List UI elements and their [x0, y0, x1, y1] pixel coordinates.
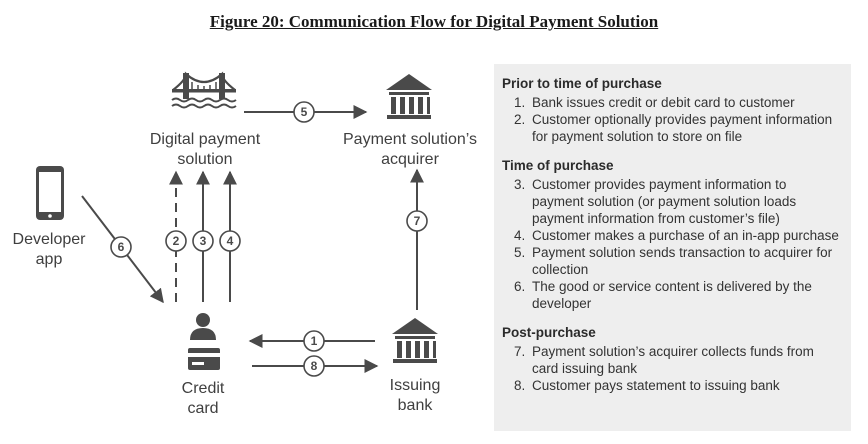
list-item: 7.Payment solution’s acquirer collects f… [514, 344, 814, 376]
list-item: 3.Customer provides payment information … [514, 177, 797, 226]
figure-title: Figure 20: Communication Flow for Digita… [209, 12, 659, 31]
post-steps-list: 7.Payment solution’s acquirer collects f… [502, 343, 841, 394]
section-heading-prior: Prior to time of purchase [502, 76, 662, 91]
step-badge-5: 5 [293, 101, 315, 123]
step-badge-8: 8 [303, 355, 325, 377]
prior-steps-list: 1.Bank issues credit or debit card to cu… [502, 94, 841, 145]
step-badge-4: 4 [219, 230, 241, 252]
during-steps-list: 3.Customer provides payment information … [502, 176, 841, 312]
svg-text:7: 7 [414, 214, 421, 228]
step-badge-6: 6 [110, 236, 132, 258]
step-badge-7: 7 [406, 210, 428, 232]
smartphone-icon [36, 166, 64, 220]
step-badge-1: 1 [303, 330, 325, 352]
section-heading-during: Time of purchase [502, 158, 614, 173]
svg-text:1: 1 [311, 334, 318, 348]
steps-legend-panel: Prior to time of purchase 1.Bank issues … [494, 64, 851, 431]
person-icon [190, 313, 216, 340]
list-item: 4.Customer makes a purchase of an in-app… [514, 228, 839, 243]
svg-text:3: 3 [200, 234, 207, 248]
credit-card-icon [188, 348, 220, 370]
list-item: 6.The good or service content is deliver… [514, 279, 812, 311]
list-item: 8.Customer pays statement to issuing ban… [514, 378, 780, 393]
list-item: 5.Payment solution sends transaction to … [514, 245, 833, 277]
svg-text:5: 5 [301, 105, 308, 119]
acquirer-bank-icon [386, 74, 432, 119]
section-heading-post: Post-purchase [502, 325, 596, 340]
flow-diagram: 5 6 2 3 4 7 1 8 [36, 71, 438, 377]
list-item: 1.Bank issues credit or debit card to cu… [514, 95, 795, 110]
step-badge-2: 2 [165, 230, 187, 252]
svg-text:2: 2 [173, 234, 180, 248]
issuing-bank-icon [392, 318, 438, 363]
bridge-icon [171, 71, 237, 109]
svg-text:8: 8 [311, 359, 318, 373]
step-badge-3: 3 [192, 230, 214, 252]
list-item: 2.Customer optionally provides payment i… [514, 112, 833, 144]
svg-text:4: 4 [227, 234, 234, 248]
svg-text:6: 6 [118, 240, 125, 254]
